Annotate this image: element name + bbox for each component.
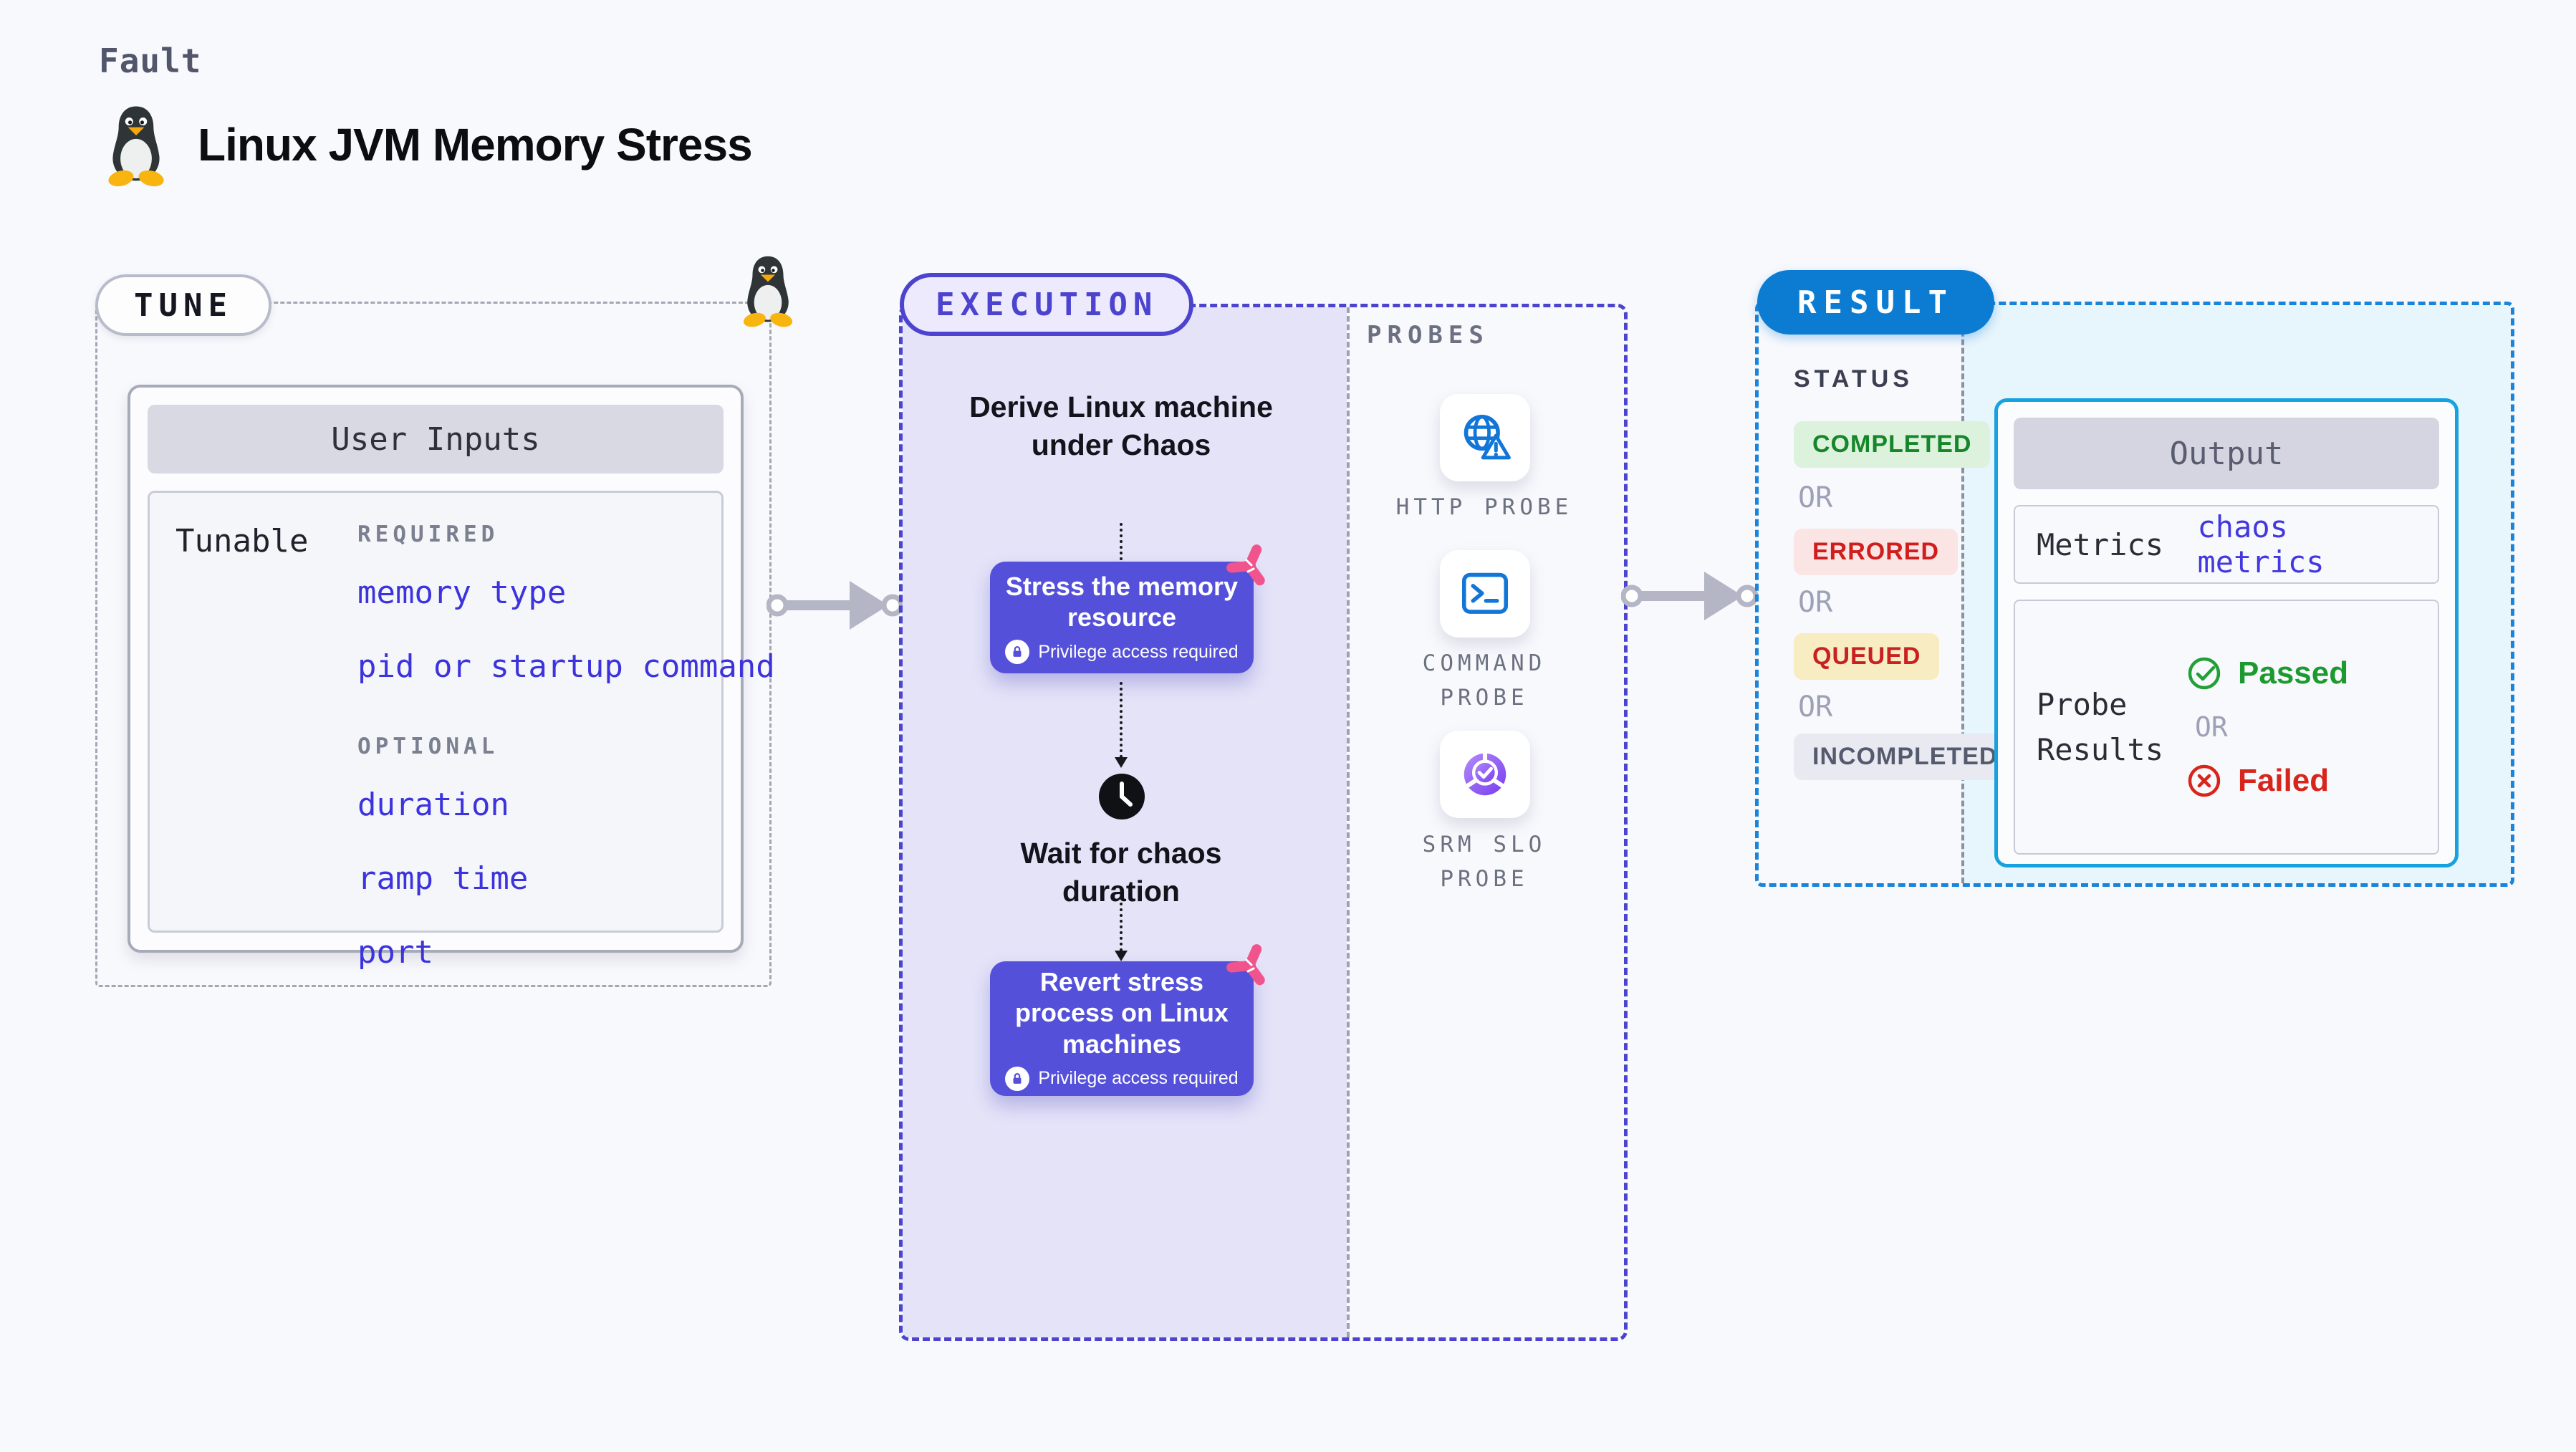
check-circle-icon: [2188, 657, 2221, 690]
chaos-fault-icon: [1226, 943, 1272, 989]
srm-slo-probe-card[interactable]: [1440, 731, 1530, 818]
fault-label: Fault: [99, 42, 202, 80]
result-badge[interactable]: RESULT: [1757, 270, 1994, 335]
tunable-fields: REQUIRED memory type pid or startup comm…: [357, 521, 775, 1008]
or-label: OR: [2195, 711, 2228, 743]
status-badge-queued: QUEUED: [1794, 633, 1940, 680]
lock-icon: [1005, 1066, 1030, 1091]
slo-donut-icon: [1464, 751, 1506, 796]
tune-section-box: [95, 302, 772, 987]
command-probe-label: COMMAND PROBE: [1422, 650, 1547, 711]
optional-label: OPTIONAL: [357, 734, 499, 759]
execution-badge[interactable]: EXECUTION: [900, 273, 1194, 336]
output-header: Output: [2014, 418, 2439, 489]
field-link-pid-or-startup-command[interactable]: pid or startup command: [357, 648, 775, 685]
connector-wait-to-revert: [1115, 897, 1128, 961]
stress-step-title: Stress the memory resource: [1005, 571, 1239, 632]
user-inputs-body: Tunable REQUIRED memory type pid or star…: [148, 491, 775, 971]
terminal-icon: [1461, 572, 1509, 614]
field-link-duration[interactable]: duration: [357, 787, 509, 823]
probe-results-row: Probe Results Passed OR Faile: [2014, 600, 2439, 855]
privilege-note: Privilege access required: [1038, 641, 1239, 662]
probes-label: PROBES: [1367, 321, 1489, 350]
globe-alert-icon: [1464, 414, 1511, 460]
metrics-value-link[interactable]: chaos metrics: [2197, 509, 2325, 580]
field-link-memory-type[interactable]: memory type: [357, 574, 567, 611]
tux-corner-icon: [735, 252, 801, 328]
title-row: Linux JVM Memory Stress: [99, 102, 753, 188]
revert-stress-step-button[interactable]: Revert stress process on Linux machines …: [990, 961, 1254, 1096]
srm-slo-probe-label: SRM SLO PROBE: [1422, 832, 1547, 893]
http-probe-card[interactable]: [1440, 394, 1530, 481]
failed-label: Failed: [2238, 763, 2330, 798]
field-link-port[interactable]: port: [357, 934, 433, 971]
probe-results-label: Probe Results: [2037, 687, 2164, 767]
status-output-divider: [1961, 305, 1964, 883]
user-inputs-card: User Inputs Tunable REQUIRED memory type…: [128, 385, 775, 971]
metrics-row: Metrics chaos metrics: [2014, 505, 2439, 584]
metrics-label: Metrics: [2037, 527, 2164, 562]
passed-item: Passed: [2186, 655, 2348, 691]
status-label: STATUS: [1794, 365, 1913, 393]
required-label: REQUIRED: [357, 521, 499, 547]
field-link-ramp-time[interactable]: ramp time: [357, 860, 529, 897]
x-circle-icon: [2188, 764, 2221, 797]
command-probe-card[interactable]: [1440, 550, 1530, 638]
chaos-fault-icon: [1226, 543, 1272, 589]
passed-label: Passed: [2238, 655, 2349, 691]
tunable-label: Tunable: [176, 523, 309, 559]
execution-flow-background: [903, 307, 1347, 1337]
connector-stress-to-wait: [1115, 682, 1128, 768]
execution-section-box: [899, 304, 1628, 1341]
user-inputs-header: User Inputs: [148, 405, 724, 473]
stress-memory-step-button[interactable]: Stress the memory resource Privilege acc…: [990, 562, 1254, 673]
status-badge-completed: COMPLETED: [1794, 421, 1991, 468]
failed-item: Failed: [2186, 763, 2348, 799]
or-label: OR: [1798, 481, 1833, 514]
probe-results-values: Passed OR Failed: [2186, 655, 2348, 799]
lock-icon: [1005, 640, 1030, 665]
page-title: Linux JVM Memory Stress: [198, 119, 753, 170]
privilege-note: Privilege access required: [1038, 1068, 1239, 1089]
tux-linux-icon: [99, 102, 173, 188]
status-badge-incompleted: INCOMPLETED: [1794, 734, 2017, 780]
http-probe-label: HTTP PROBE: [1395, 494, 1573, 520]
probes-divider-line: [1347, 307, 1350, 1337]
privilege-row: Privilege access required: [1005, 640, 1239, 665]
or-label: OR: [1798, 586, 1833, 619]
clock-icon: [1099, 774, 1145, 819]
or-label: OR: [1798, 691, 1833, 723]
status-badge-errored: ERRORED: [1794, 529, 1959, 575]
execution-to-result-arrow: [1621, 572, 1759, 620]
privilege-row: Privilege access required: [1005, 1066, 1239, 1091]
tune-badge[interactable]: TUNE: [95, 274, 271, 336]
derive-step-label: Derive Linux machine under Chaos: [969, 390, 1273, 462]
tune-to-execution-arrow: [766, 581, 904, 630]
revert-step-title: Revert stress process on Linux machines: [1014, 967, 1229, 1059]
output-card: Output Metrics chaos metrics Probe Resul…: [1994, 398, 2459, 867]
